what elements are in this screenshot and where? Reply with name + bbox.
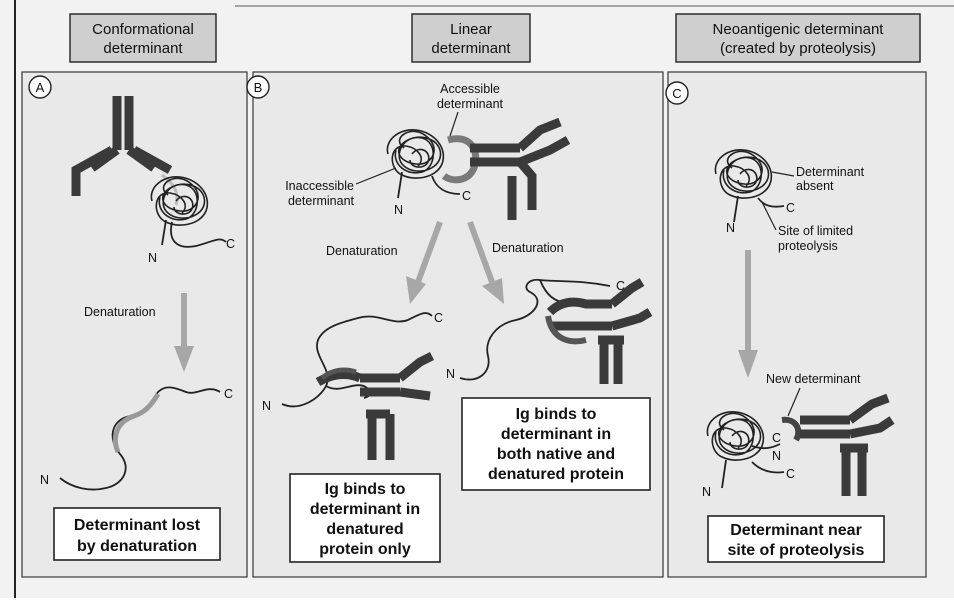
panel-b-denaturation-right: Denaturation [492, 241, 564, 255]
header-neoantigenic-line1: Neoantigenic determinant [713, 21, 885, 38]
panel-a-denaturation: Denaturation [84, 305, 156, 319]
panel-b-note-right-line1: Ig binds to [516, 406, 597, 423]
panel-b-note-left-line3: denatured [326, 521, 403, 538]
panel-b: B Accessible determinant Inaccessible de… [247, 72, 663, 577]
panel-a: A N C Denaturation N C Determinant lost … [22, 72, 247, 577]
panel-c-c-bottom: C [786, 467, 795, 481]
header-neoantigenic: Neoantigenic determinant (created by pro… [676, 14, 920, 62]
panel-b-denaturation-left: Denaturation [326, 244, 398, 258]
panel-a-c-top: C [226, 237, 235, 251]
panel-c-absent-line1: Determinant [796, 165, 865, 179]
panel-b-inaccessible-line1: Inaccessible [285, 179, 354, 193]
header-linear: Linear determinant [412, 14, 530, 62]
header-conformational: Conformational determinant [70, 14, 216, 62]
panel-c-n-bottom: N [702, 485, 711, 499]
panel-b-accessible-line1: Accessible [440, 82, 500, 96]
panel-c-site-line1: Site of limited [778, 224, 853, 238]
panel-c-n-top: N [726, 221, 735, 235]
panel-b-n-left: N [262, 399, 271, 413]
panel-b-inaccessible-line2: determinant [288, 194, 355, 208]
panel-b-note-right-line4: denatured protein [488, 466, 624, 483]
header-conformational-line1: Conformational [92, 21, 194, 38]
panel-c-frame [668, 72, 926, 577]
panel-b-note-left-line4: protein only [319, 541, 411, 558]
panel-b-c-native: C [462, 189, 471, 203]
panel-b-note-right-line3: both native and [497, 446, 615, 463]
panel-c: C Determinant absent N C Site of limited… [666, 72, 926, 577]
header-neoantigenic-line2: (created by proteolysis) [720, 40, 876, 57]
panel-b-note-right-line2: determinant in [501, 426, 611, 443]
panel-a-frame [22, 72, 247, 577]
panel-c-absent-line2: absent [796, 179, 834, 193]
panel-c-n-mid: N [772, 449, 781, 463]
panel-b-n-right: N [446, 367, 455, 381]
panel-c-note-line2: site of proteolysis [728, 542, 865, 559]
panel-c-c-mid: C [772, 431, 781, 445]
header-linear-line2: determinant [431, 40, 511, 57]
panel-b-n-native: N [394, 203, 403, 217]
panel-b-c-left: C [434, 311, 443, 325]
panel-a-note-line2: by denaturation [77, 538, 197, 555]
panel-a-letter: A [36, 80, 45, 95]
panel-a-n-bottom: N [40, 473, 49, 487]
panel-c-new-determinant: New determinant [766, 372, 861, 386]
panel-a-note-line1: Determinant lost [74, 517, 201, 534]
panel-c-letter: C [672, 86, 681, 101]
panel-c-site-line2: proteolysis [778, 239, 838, 253]
panel-b-c-right: C [616, 279, 625, 293]
panel-b-letter: B [254, 80, 263, 95]
panel-b-note-left-line2: determinant in [310, 501, 420, 518]
panel-c-c-top: C [786, 201, 795, 215]
panel-a-n-top: N [148, 251, 157, 265]
header-conformational-line2: determinant [103, 40, 183, 57]
header-linear-line1: Linear [450, 21, 492, 38]
panel-c-note-line1: Determinant near [730, 522, 862, 539]
panel-b-accessible-line2: determinant [437, 97, 504, 111]
panel-b-note-left-line1: Ig binds to [325, 481, 406, 498]
panel-a-c-bottom: C [224, 387, 233, 401]
